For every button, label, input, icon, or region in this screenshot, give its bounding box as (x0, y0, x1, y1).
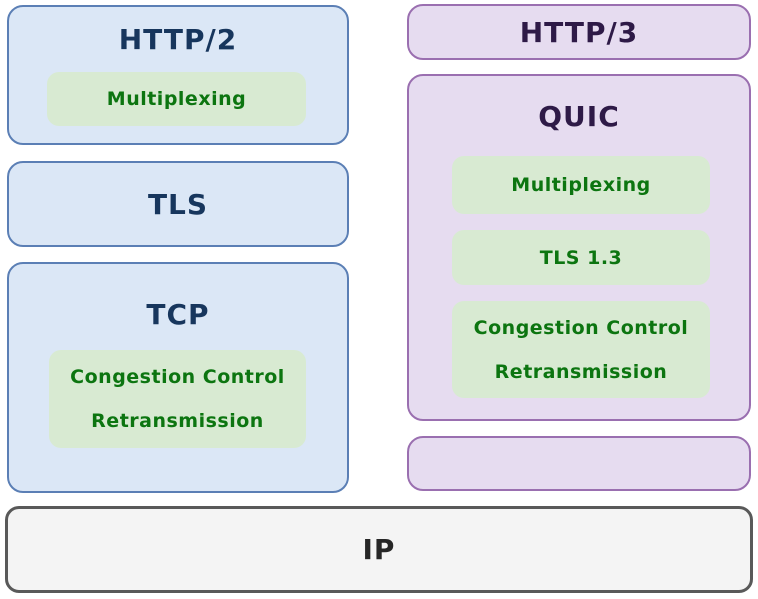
http2-multiplexing-chip: Multiplexing (47, 72, 306, 126)
tcp-layer-title: TCP (146, 298, 210, 331)
quic-features-chip: Congestion Control Retransmission (452, 301, 710, 398)
quic-layer-box: QUIC Multiplexing TLS 1.3 Congestion Con… (407, 74, 751, 421)
quic-multiplexing-chip: Multiplexing (452, 156, 710, 214)
quic-multiplexing-label: Multiplexing (511, 174, 651, 196)
http2-layer-box: HTTP/2 Multiplexing (7, 5, 349, 145)
quic-tls13-label: TLS 1.3 (539, 246, 623, 269)
http2-multiplexing-label: Multiplexing (106, 88, 247, 110)
tls-layer-title: TLS (147, 187, 209, 221)
quic-tls13-chip: TLS 1.3 (452, 230, 710, 285)
quic-retransmission-label: Retransmission (494, 360, 668, 383)
tcp-layer-box: TCP Congestion Control Retransmission (7, 262, 349, 493)
udp-layer-box (407, 436, 751, 491)
tcp-features-chip: Congestion Control Retransmission (49, 350, 306, 448)
quic-congestion-control-label: Congestion Control (473, 316, 689, 339)
ip-layer-box: IP (5, 506, 753, 593)
tcp-congestion-control-label: Congestion Control (70, 366, 285, 388)
tcp-retransmission-label: Retransmission (91, 410, 264, 432)
http3-layer-box: HTTP/3 (407, 4, 751, 60)
http2-layer-title: HTTP/2 (118, 23, 238, 56)
http3-layer-title: HTTP/3 (519, 15, 639, 49)
quic-layer-title: QUIC (538, 100, 620, 133)
tls-layer-box: TLS (7, 161, 349, 247)
ip-layer-title: IP (362, 533, 396, 566)
